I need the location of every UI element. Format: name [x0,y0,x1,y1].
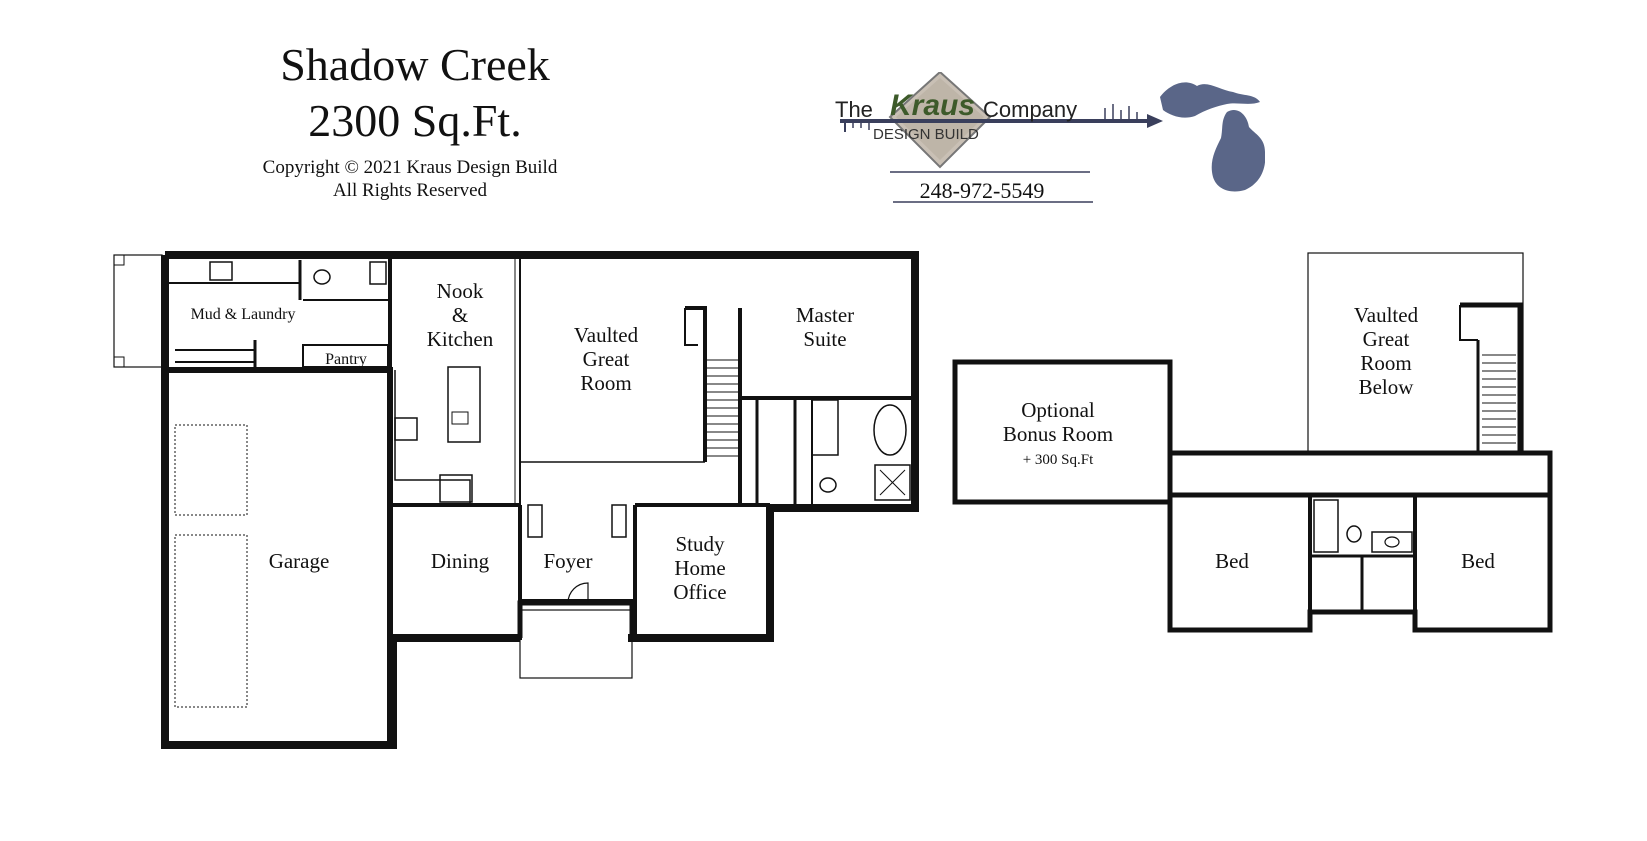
logo-design-build: DESIGN BUILD [873,126,979,143]
label-vaulted: Vaulted [574,323,639,347]
michigan-map-icon [1160,82,1265,192]
label-room: Room [580,371,631,395]
label-mud-laundry: Mud & Laundry [191,306,296,323]
label-vaulted-upper: Vaulted [1354,303,1419,327]
label-foyer: Foyer [544,549,593,573]
side-porch [113,254,163,368]
label-room-upper: Room [1360,351,1411,375]
kitchen-island [447,366,481,443]
label-great-upper: Great [1363,327,1410,351]
label-garage: Garage [269,549,330,573]
label-below: Below [1359,375,1415,399]
label-bed-left: Bed [1215,549,1249,573]
copyright-line: Copyright © 2021 Kraus Design Build [262,157,558,178]
label-bed-right: Bed [1461,549,1495,573]
label-dining: Dining [431,549,490,573]
label-master: Master [796,303,854,327]
bonus-room-outline [952,359,1173,505]
label-study: Study [675,532,725,556]
label-suite: Suite [803,327,846,351]
arrow-line [840,104,1163,132]
logo-company: Company [983,97,1077,122]
phone-number: 248-972-5549 [919,178,1045,203]
label-bonus-sqft: + 300 Sq.Ft [1023,452,1094,468]
label-pantry: Pantry [325,351,367,368]
label-ampersand: & [452,303,468,327]
label-great: Great [583,347,630,371]
plan-title: Shadow Creek [280,39,550,90]
first-floor-plan [113,251,919,749]
label-bonus-room: Bonus Room [1003,422,1113,446]
rights-line: All Rights Reserved [332,180,488,201]
logo-kraus: Kraus [890,89,975,122]
second-floor-plan [952,252,1553,633]
label-kitchen: Kitchen [427,327,494,351]
label-nook: Nook [437,279,484,303]
logo-the: The [835,97,873,122]
label-optional: Optional [1021,398,1095,422]
kraus-company-logo: The Kraus Company DESIGN BUILD [835,72,1265,203]
label-home: Home [674,556,725,580]
front-porch [519,609,633,679]
plan-square-footage: 2300 Sq.Ft. [308,95,522,146]
label-office: Office [673,580,726,604]
